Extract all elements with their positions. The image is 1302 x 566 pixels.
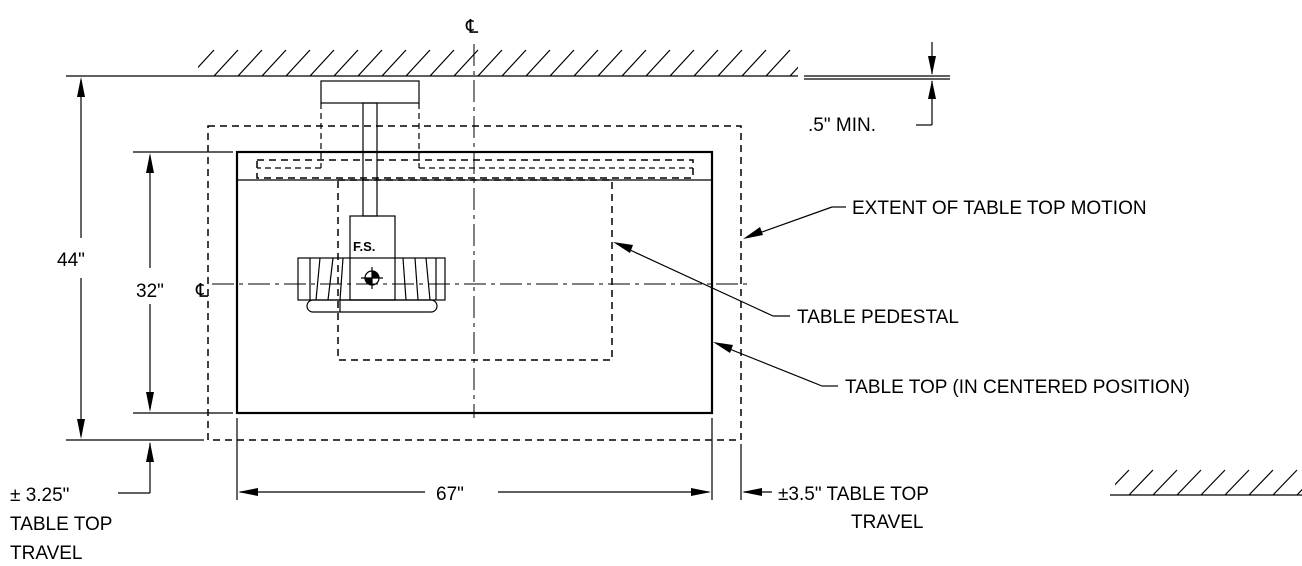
hatch-mark: [237, 49, 263, 76]
hatch-mark: [285, 49, 311, 76]
head-support: F.S.: [297, 215, 446, 313]
hatch-mark: [1176, 469, 1202, 496]
hatch-mark: [1128, 469, 1154, 496]
horizontal-travel-dimension: ±3.5" TABLE TOP TRAVEL: [742, 484, 929, 533]
centerline-symbol-left: ℄: [195, 281, 209, 302]
hatch-mark: [381, 49, 407, 76]
vertical-travel-dimension: ± 3.25" TABLE TOP TRAVEL: [10, 442, 154, 564]
hatch-mark: [1296, 488, 1302, 496]
table-pedestal-outline: [337, 179, 613, 361]
hatch-mark: [525, 49, 551, 76]
vertical-travel-label-2: TABLE TOP: [10, 514, 112, 535]
hatch-mark: [765, 49, 791, 76]
vertical-travel-label-3: TRAVEL: [10, 543, 83, 564]
centerline-symbol-top: ℄: [465, 17, 479, 38]
table-width-dimension: 67": [236, 418, 742, 505]
hatch-mark: [1272, 469, 1298, 496]
min-clearance-dimension: .5" MIN.: [808, 42, 936, 136]
table-width-label: 67": [436, 484, 464, 505]
hatch-mark: [333, 49, 359, 76]
hatch-mark: [1248, 469, 1274, 496]
hatch-mark: [261, 49, 287, 76]
hatch-mark: [1224, 469, 1250, 496]
hatch-mark: [309, 49, 335, 76]
hatch-mark: [213, 49, 239, 76]
table-top-label: TABLE TOP (IN CENTERED POSITION): [845, 377, 1190, 398]
hatch-mark: [645, 49, 671, 76]
pedestal-label: TABLE PEDESTAL: [797, 307, 959, 328]
pedestal-leader: TABLE PEDESTAL: [613, 242, 959, 328]
hatch-mark: [501, 49, 527, 76]
hatch-mark: [741, 49, 767, 76]
table-height-label: 32": [136, 281, 164, 302]
hatch-mark: [477, 49, 503, 76]
horizontal-travel-label-1: ±3.5" TABLE TOP: [778, 484, 929, 505]
floor-hatch: [1110, 469, 1302, 496]
horizontal-travel-label-2: TRAVEL: [851, 512, 924, 533]
hatch-mark: [429, 49, 455, 76]
rail-outline: [256, 159, 694, 179]
overall-height-label: 44": [57, 250, 85, 271]
table-top-leader: TABLE TOP (IN CENTERED POSITION): [713, 342, 1190, 398]
hatch-mark: [405, 49, 431, 76]
hatch-mark: [621, 49, 647, 76]
table-height-dimension: 32": [133, 151, 233, 414]
extent-motion-label: EXTENT OF TABLE TOP MOTION: [852, 198, 1147, 219]
extent-leader: EXTENT OF TABLE TOP MOTION: [743, 198, 1147, 239]
hatch-mark: [1200, 469, 1226, 496]
ceiling-mount: [257, 80, 693, 217]
hatch-mark: [693, 49, 719, 76]
ceiling-hatch: [196, 49, 950, 80]
fs-label: F.S.: [353, 239, 375, 254]
hatch-mark: [357, 49, 383, 76]
hatch-mark: [573, 49, 599, 76]
hatch-mark: [669, 49, 695, 76]
hatch-mark: [717, 49, 743, 76]
hatch-mark: [198, 49, 215, 69]
vertical-travel-label-1: ± 3.25": [10, 485, 69, 506]
min-clearance-label: .5" MIN.: [808, 115, 876, 136]
hatch-mark: [549, 49, 575, 76]
hatch-mark: [789, 66, 798, 76]
hatch-mark: [597, 49, 623, 76]
overall-height-dimension: 44": [57, 75, 204, 441]
hatch-mark: [1152, 469, 1178, 496]
hatch-mark: [1115, 469, 1130, 486]
